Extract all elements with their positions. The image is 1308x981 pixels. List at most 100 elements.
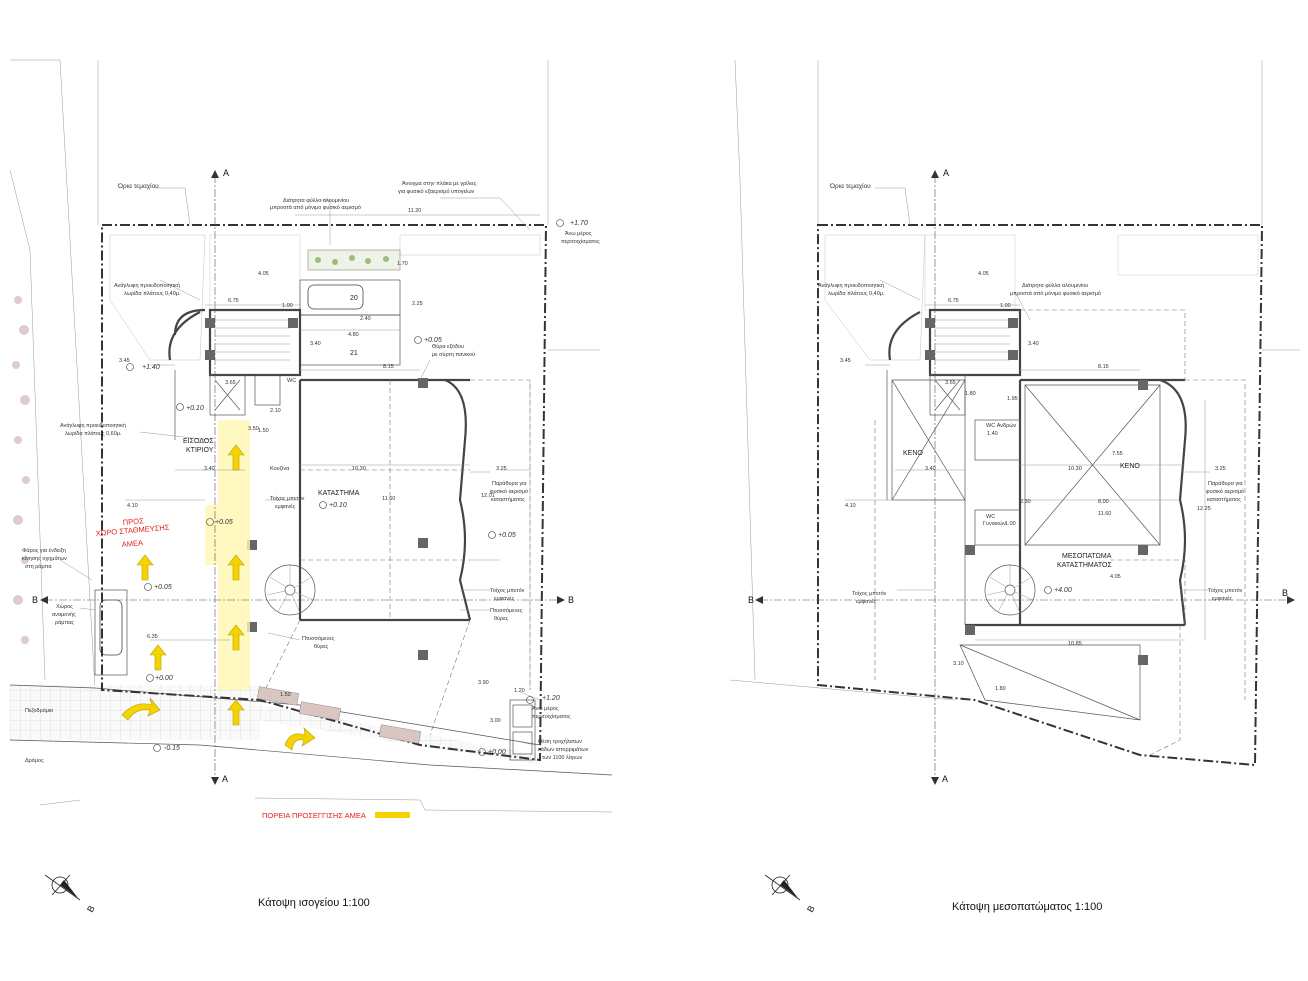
svg-text:A: A [942,774,948,784]
svg-text:1.00: 1.00 [282,303,293,309]
svg-text:4.05: 4.05 [1110,574,1121,580]
svg-text:Διάτρητα φύλλα αλουμινίου: Διάτρητα φύλλα αλουμινίου [1022,282,1088,289]
svg-text:Άνοιγμα στην πλάκα με γρίλιες: Άνοιγμα στην πλάκα με γρίλιες [402,180,477,187]
svg-text:λωρίδα πλάτους 0,40μ.: λωρίδα πλάτους 0,40μ. [124,290,181,297]
ground-floor-labels: Όρια τεμαχίου Διάτρητα φύλλο αλουμινίου … [22,168,600,914]
svg-text:1.95: 1.95 [1007,396,1018,402]
svg-text:στη ράμπα: στη ράμπα [25,563,52,570]
svg-text:Τοίχος μπετόν: Τοίχος μπετόν [1208,587,1243,594]
svg-text:Παράθυρα για: Παράθυρα για [1208,480,1243,487]
svg-text:κάδων απορριμάτων: κάδων απορριμάτων [538,746,589,753]
svg-text:φυσικό αερισμό: φυσικό αερισμό [1206,488,1244,495]
svg-text:+0.05: +0.05 [498,532,516,539]
svg-text:κίνησης οχημάτων: κίνησης οχημάτων [22,555,67,562]
car-icon [307,284,364,310]
svg-text:Πτυσσόμενες: Πτυσσόμενες [490,607,523,614]
svg-text:Ανάγλυφη προειδοποιητική: Ανάγλυφη προειδοποιητική [114,282,180,289]
svg-text:12.25: 12.25 [1197,506,1211,512]
svg-text:3.40: 3.40 [204,466,215,472]
svg-text:4.05: 4.05 [258,271,269,277]
svg-text:ΚΕΝΟ: ΚΕΝΟ [1120,463,1140,470]
svg-text:+0.05: +0.05 [424,337,442,344]
svg-text:Άνω μέρος: Άνω μέρος [565,230,592,237]
svg-text:B: B [85,904,97,914]
svg-text:20: 20 [350,295,358,302]
svg-text:WC: WC [287,378,296,384]
svg-text:B: B [805,904,817,914]
svg-text:εμφανές: εμφανές [275,503,296,510]
svg-text:ΜΕΣΟΠΑΤΩΜΑ: ΜΕΣΟΠΑΤΩΜΑ [1062,553,1112,560]
svg-text:2.30: 2.30 [1020,499,1031,505]
svg-text:Διάτρητα φύλλο αλουμινίου: Διάτρητα φύλλο αλουμινίου [283,197,349,204]
svg-text:4.80: 4.80 [348,332,359,338]
svg-text:A: A [223,168,229,178]
svg-text:B: B [568,595,574,605]
svg-text:ΠΡΟΣ: ΠΡΟΣ [122,516,144,527]
svg-text:10.85: 10.85 [1068,641,1082,647]
svg-text:-0.15: -0.15 [164,745,180,752]
svg-text:εμφανές: εμφανές [1212,595,1233,602]
svg-text:3.45: 3.45 [840,358,851,364]
svg-text:ΠΟΡΕΙΑ ΠΡΟΣΕΓΓΙΣΗΣ ΑΜΕΑ: ΠΟΡΕΙΑ ΠΡΟΣΕΓΓΙΣΗΣ ΑΜΕΑ [262,811,366,820]
ground-floor-title: Κάτοψη ισογείου 1:100 [258,897,370,909]
svg-text:ΑΜΕΑ: ΑΜΕΑ [121,538,143,549]
svg-text:6.75: 6.75 [228,298,239,304]
svg-text:1.80: 1.80 [965,391,976,397]
svg-text:ΚΤΙΡΙΟΥ: ΚΤΙΡΙΟΥ [186,447,214,454]
svg-text:Θύρα εξόδου: Θύρα εξόδου [432,343,464,350]
svg-text:Γυναικών: Γυναικών [983,520,1006,527]
svg-text:μπροστά από μόνιμο φυσικό αερι: μπροστά από μόνιμο φυσικό αερισμό [1010,290,1101,297]
svg-text:3.10: 3.10 [953,661,964,667]
svg-text:B: B [32,595,38,605]
svg-text:3.65: 3.65 [225,380,236,386]
svg-text:6.75: 6.75 [948,298,959,304]
svg-text:3.40: 3.40 [310,341,321,347]
svg-text:6.35: 6.35 [147,634,158,640]
north-arrow-icon [44,874,81,901]
svg-text:A: A [222,774,228,784]
svg-text:+0.05: +0.05 [154,584,172,591]
svg-text:Παράθυρα για: Παράθυρα για [492,480,527,487]
svg-text:1.40: 1.40 [987,431,998,437]
svg-text:θύρες: θύρες [494,615,509,622]
svg-text:Πεζοδρόμιο: Πεζοδρόμιο [25,707,53,714]
svg-text:3.40: 3.40 [1028,341,1039,347]
svg-text:+1.40: +1.40 [142,364,160,371]
level-markers [126,219,564,756]
mezzanine-labels: Όρια τεμαχίου Ανάγλυφη προειδοποιητική λ… [748,168,1288,914]
svg-text:Όρια τεμαχίου: Όρια τεμαχίου [117,182,159,190]
svg-text:λωρίδα πλάτους 0,60μ.: λωρίδα πλάτους 0,60μ. [65,430,122,437]
svg-text:+4.00: +4.00 [1054,587,1072,594]
svg-text:καταστήματος: καταστήματος [491,496,525,503]
svg-text:Πτυσσόμενες: Πτυσσόμενες [302,635,335,642]
section-arrow-b-left [40,596,48,604]
route-legend-swatch [375,812,410,818]
svg-text:εμφανές: εμφανές [856,598,877,605]
svg-text:ΚΑΤΑΣΤΗΜΑ: ΚΑΤΑΣΤΗΜΑ [318,490,360,497]
svg-text:4.10: 4.10 [127,503,138,509]
svg-text:Δρόμος: Δρόμος [25,757,44,764]
svg-text:3.00: 3.00 [490,718,501,724]
svg-text:4.10: 4.10 [845,503,856,509]
svg-text:3.45: 3.45 [119,358,130,364]
svg-text:με σύρτη πανικού: με σύρτη πανικού [432,351,475,358]
svg-text:WC Ανδρών: WC Ανδρών [986,422,1016,429]
svg-text:3.65: 3.65 [945,380,956,386]
svg-text:21: 21 [350,350,358,357]
svg-text:Τοίχος μπετόν: Τοίχος μπετόν [490,587,525,594]
svg-text:1.80: 1.80 [995,686,1006,692]
svg-text:περιτοιχίσματος: περιτοιχίσματος [561,239,600,245]
svg-text:ΚΑΤΑΣΤΗΜΑΤΟΣ: ΚΑΤΑΣΤΗΜΑΤΟΣ [1057,562,1112,569]
svg-text:+0.05: +0.05 [215,519,233,526]
svg-text:8.15: 8.15 [383,364,394,370]
svg-text:+0.10: +0.10 [186,405,204,412]
svg-text:Κουζίνα: Κουζίνα [270,466,290,472]
svg-text:φυσικό αερισμό: φυσικό αερισμό [490,488,528,495]
svg-text:WC: WC [986,514,995,520]
svg-text:Τοίχος μπετόν: Τοίχος μπετόν [270,495,305,502]
svg-text:Όρια τεμαχίου: Όρια τεμαχίου [829,182,871,190]
mezz-plot-boundary [817,224,1264,767]
svg-text:ΧΩΡΟ ΣΤΑΘΜΕΥΣΗΣ: ΧΩΡΟ ΣΤΑΘΜΕΥΣΗΣ [95,523,170,538]
svg-text:ράμπας: ράμπας [55,619,74,626]
